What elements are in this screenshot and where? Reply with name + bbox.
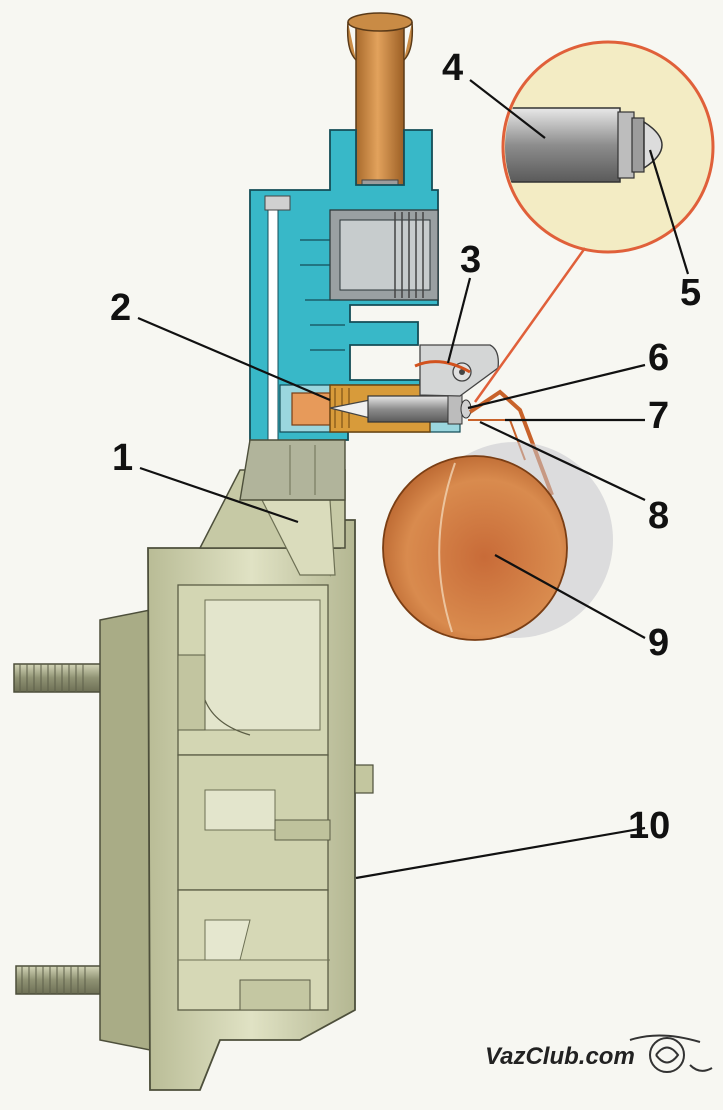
leader-8 bbox=[479, 421, 646, 501]
watermark: VazClub.com bbox=[485, 1034, 713, 1073]
watermark-logo bbox=[629, 1034, 713, 1073]
leader-lines bbox=[137, 79, 690, 880]
magnifier-connector bbox=[473, 247, 587, 403]
label-10: 10 bbox=[628, 805, 670, 847]
leader-2 bbox=[137, 316, 331, 402]
float-bracket bbox=[414, 344, 499, 397]
leader-5 bbox=[648, 149, 690, 275]
fuel-inlet-tube bbox=[346, 12, 414, 203]
label-4: 4 bbox=[442, 47, 463, 89]
leader-3 bbox=[446, 277, 472, 364]
label-5: 5 bbox=[680, 272, 701, 314]
float bbox=[382, 442, 613, 641]
callout-labels: 1 2 3 4 5 6 7 8 9 10 bbox=[110, 47, 701, 847]
label-6: 6 bbox=[648, 337, 669, 379]
leader-10 bbox=[355, 826, 646, 880]
label-3: 3 bbox=[460, 239, 481, 281]
label-9: 9 bbox=[648, 622, 669, 664]
label-7: 7 bbox=[648, 395, 669, 437]
watermark-text: VazClub.com bbox=[485, 1043, 635, 1070]
leader-1 bbox=[139, 466, 299, 524]
shutoff-needle bbox=[367, 395, 461, 423]
carburetor-housing bbox=[13, 469, 374, 1091]
magnified-needle-body bbox=[505, 107, 621, 183]
magnified-needle-tip bbox=[643, 120, 663, 170]
label-1: 1 bbox=[112, 437, 133, 479]
float-chamber-cover bbox=[239, 129, 439, 501]
mounting-bolt-bottom bbox=[15, 965, 107, 995]
label-8: 8 bbox=[648, 495, 669, 537]
magnifier-detail bbox=[473, 40, 715, 403]
label-2: 2 bbox=[110, 287, 131, 329]
mounting-bolt-top bbox=[13, 663, 105, 693]
leader-4 bbox=[469, 79, 546, 139]
leader-6 bbox=[467, 363, 646, 410]
float-body bbox=[382, 455, 568, 641]
leader-9 bbox=[494, 554, 646, 639]
